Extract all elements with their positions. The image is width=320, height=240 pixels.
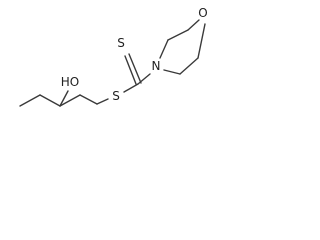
thiocarbonyl-sulfur-label: S (117, 36, 125, 50)
bond-ca-cb (167, 29, 189, 41)
bond-s-c6 (123, 83, 139, 93)
bond-n-cc (163, 69, 181, 75)
bond-c2-c3 (39, 94, 61, 107)
bond-cd-o (197, 23, 206, 59)
hydroxyl-label: HO (61, 75, 79, 89)
bond-c5-s (96, 98, 109, 105)
bond-c1-c2 (19, 94, 41, 107)
bond-cb-o (187, 19, 200, 31)
bond-c3-c4 (59, 94, 81, 107)
molecule-structure: HO S S N O (19, 6, 208, 107)
thioether-sulfur-label: S (112, 89, 120, 103)
bond-n-ca (159, 39, 169, 59)
bond-c6-s-double-a (124, 55, 137, 85)
morpholine-oxygen-label: O (198, 6, 207, 20)
bond-c6-n (137, 73, 151, 85)
morpholine-nitrogen-label: N (152, 59, 161, 73)
bond-c3-oh (59, 90, 69, 107)
bond-cc-cd (179, 57, 199, 75)
bond-c4-c5 (79, 94, 98, 105)
structure-canvas: HO S S N O (0, 0, 215, 129)
bond-c6-s-double-b (128, 53, 142, 84)
